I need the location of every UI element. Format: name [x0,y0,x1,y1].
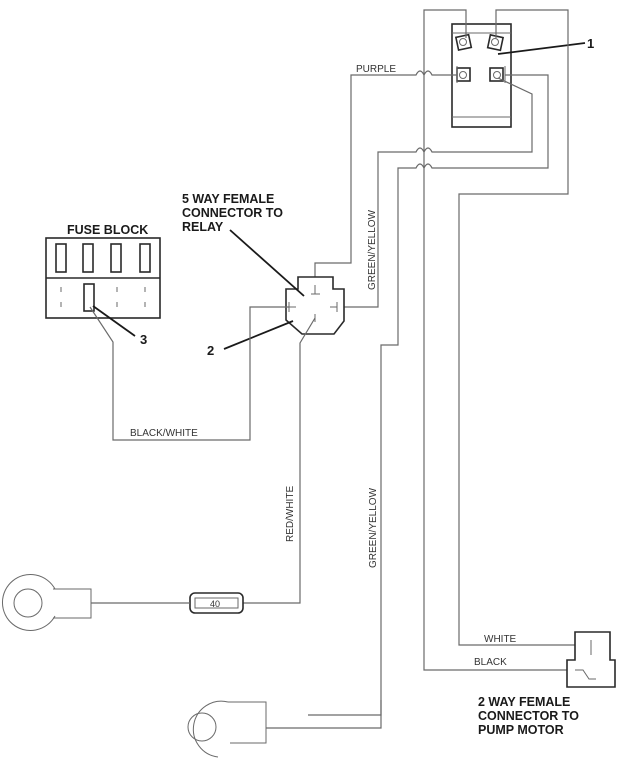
five-way-connector-body [285,276,345,335]
wire-label-black-white: BLACK/WHITE [130,428,198,439]
wire-green-yellow-lower [308,74,549,716]
wire-label-purple: PURPLE [356,64,396,75]
relay-terminal-86 [486,33,505,52]
fuse-callout-leader [92,305,136,337]
two-way-connector [566,631,616,688]
relay: 1 [451,23,594,128]
fuse-slots-top [55,243,151,273]
five-way-connector [285,276,345,335]
two-way-connector-title-line-3: PUMP MOTOR [478,723,564,737]
fuse-block-title: FUSE BLOCK [67,223,148,237]
five-way-connector-title-line-1: 5 WAY FEMALE [182,192,274,206]
relay-terminal-85 [454,33,473,52]
wire-purple [314,70,457,282]
wire-black [423,9,575,671]
wire-label-white: WHITE [484,634,517,645]
fuse-callout: 3 [140,332,147,347]
ring-terminal-ground [187,700,267,758]
relay-terminal-87 [489,66,506,83]
connector-callout-leader [223,320,294,350]
five-way-connector-leader [229,229,305,297]
fuse-slot-selected [83,283,95,312]
ring-terminal-battery [1,574,92,631]
connector-callout: 2 [207,343,214,358]
inline-fuse-rating: 40 [210,599,220,609]
relay-terminal-30 [456,66,471,83]
wire-label-black: BLACK [474,657,507,668]
fuse-block [45,237,161,319]
two-way-connector-body [566,631,616,688]
wire-black-white [89,306,289,441]
two-way-connector-title-line-1: 2 WAY FEMALE [478,695,570,709]
relay-callout-leader [497,42,586,55]
five-way-connector-title-line-3: RELAY [182,220,224,234]
wire-label-green-yellow-lower: GREEN/YELLOW [368,487,379,568]
wire-ground [266,700,382,729]
wire-green-yellow-upper [340,77,533,308]
wire-label-red-white: RED/WHITE [285,486,296,542]
relay-callout: 1 [587,36,594,51]
fuse-slot-marks [60,287,146,307]
wire-red-white [240,317,316,604]
inline-fuse: 40 [189,592,244,614]
five-way-connector-title-line-2: CONNECTOR TO [182,206,283,220]
two-way-connector-title-line-2: CONNECTOR TO [478,709,579,723]
wire-white [458,9,592,646]
wire-label-green-yellow-upper: GREEN/YELLOW [367,209,378,290]
